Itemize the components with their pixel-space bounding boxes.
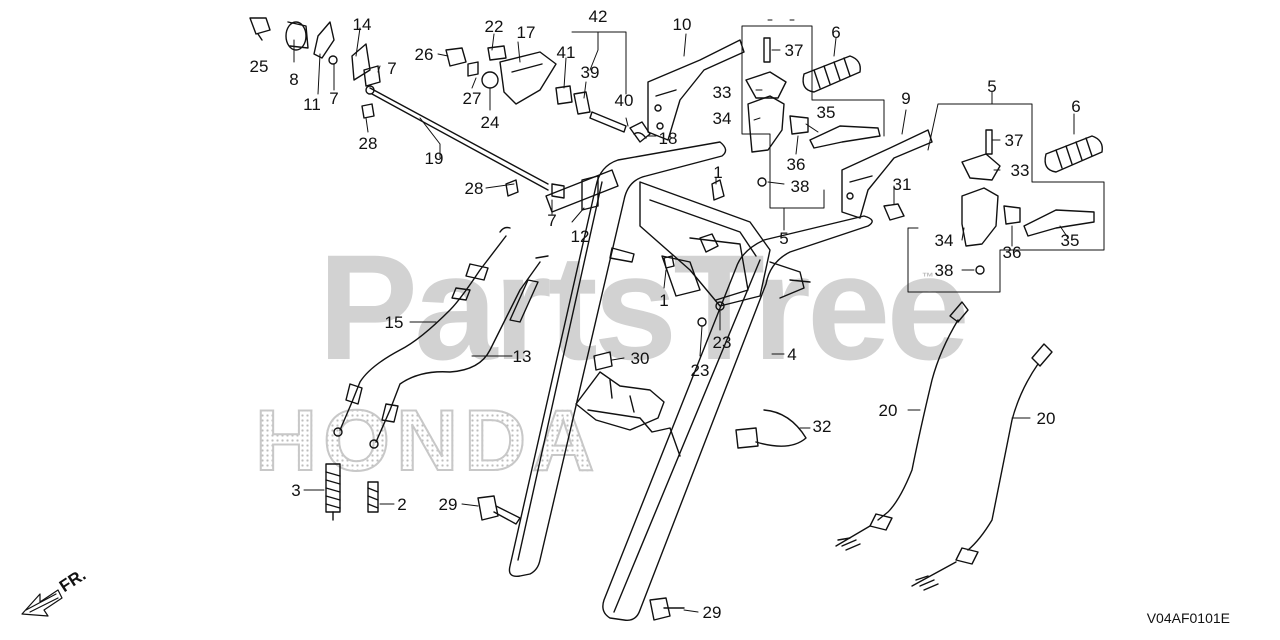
right-lever-group-box — [907, 103, 1105, 293]
callout-c26: 26 — [415, 45, 434, 64]
callout-c30: 30 — [631, 349, 650, 368]
callout-c36b: 36 — [1003, 243, 1022, 262]
handle-bracket-part-10 — [647, 39, 745, 141]
callout-c31: 31 — [893, 175, 912, 194]
cable-part-15 — [333, 226, 511, 437]
small-parts-center — [505, 175, 725, 327]
callout-c5a: 5 — [779, 229, 788, 248]
callout-c2: 2 — [397, 495, 406, 514]
callout-c7c: 7 — [547, 211, 556, 230]
grip-part-6b — [1044, 135, 1103, 173]
callout-c34b: 34 — [935, 231, 954, 250]
callout-c28a: 28 — [359, 134, 378, 153]
callout-c41: 41 — [557, 43, 576, 62]
callout-c22: 22 — [485, 17, 504, 36]
callout-c24: 24 — [481, 113, 500, 132]
callout-c1a: 1 — [713, 163, 722, 182]
handle-frame-part-4 — [508, 141, 873, 621]
callout-c39: 39 — [581, 63, 600, 82]
callout-c40: 40 — [615, 91, 634, 110]
callout-c23a: 23 — [713, 333, 732, 352]
callout-c37b: 37 — [1005, 131, 1024, 150]
callout-c3: 3 — [291, 481, 300, 500]
callout-c33b: 33 — [1011, 161, 1030, 180]
callout-c5b: 5 — [987, 77, 996, 96]
cable-part-20a — [835, 301, 969, 551]
cable-part-20b — [911, 343, 1053, 591]
spring-part-2 — [367, 481, 379, 513]
cable-guide-assembly — [575, 351, 681, 457]
callout-c13: 13 — [513, 347, 532, 366]
cable-band-part-32 — [735, 409, 807, 449]
shift-rod-part-19 — [365, 85, 565, 199]
callout-c15: 15 — [385, 313, 404, 332]
callout-c28b: 28 — [465, 179, 484, 198]
callout-c1b: 1 — [659, 291, 668, 310]
callout-c35a: 35 — [817, 103, 836, 122]
callout-c35b: 35 — [1061, 231, 1080, 250]
callout-c7a: 7 — [329, 89, 338, 108]
callout-c8: 8 — [289, 70, 298, 89]
callout-c23b: 23 — [691, 361, 710, 380]
callout-c38a: 38 — [791, 177, 810, 196]
callout-c6b: 6 — [1071, 97, 1080, 116]
callout-c20b: 20 — [1037, 409, 1056, 428]
figure-code: V04AF0101E — [1146, 610, 1230, 626]
callout-c25: 25 — [250, 57, 269, 76]
callout-c36a: 36 — [787, 155, 806, 174]
cable-part-13 — [369, 255, 549, 449]
callout-c33a: 33 — [713, 83, 732, 102]
bolt-part-29a — [477, 495, 521, 525]
bolt-part-29b — [649, 597, 685, 621]
callout-c29a: 29 — [439, 495, 458, 514]
callout-c19: 19 — [425, 149, 444, 168]
leader-lines — [293, 27, 1075, 613]
callout-c29b: 29 — [703, 603, 722, 622]
callout-c34a: 34 — [713, 109, 732, 128]
front-direction-arrow-icon — [21, 589, 63, 617]
left-lever-group-box — [741, 19, 885, 209]
callout-c37a: 37 — [785, 41, 804, 60]
callout-c4: 4 — [787, 345, 796, 364]
callout-c17: 17 — [517, 23, 536, 42]
callout-c11: 11 — [303, 95, 321, 114]
handle-bracket-part-9 — [841, 129, 933, 221]
callout-c6a: 6 — [831, 23, 840, 42]
left-lever-group-parts — [745, 37, 881, 187]
callout-c12: 12 — [571, 227, 590, 246]
callout-c9: 9 — [901, 89, 910, 108]
callout-c20a: 20 — [879, 401, 898, 420]
callout-c18: 18 — [659, 129, 678, 148]
callout-c42: 42 — [589, 7, 608, 26]
callout-c10: 10 — [673, 15, 692, 34]
small-parts-upper-left — [249, 17, 381, 119]
grip-part-6a — [802, 55, 861, 93]
spring-part-3 — [325, 463, 341, 521]
upper-center-lever-parts — [445, 45, 651, 143]
callout-c14: 14 — [353, 15, 372, 34]
callout-c32: 32 — [813, 417, 832, 436]
callout-c38b: 38 — [935, 261, 954, 280]
callout-c7b: 7 — [387, 59, 396, 78]
callout-c27: 27 — [463, 89, 482, 108]
right-lever-group-parts — [961, 129, 1095, 275]
